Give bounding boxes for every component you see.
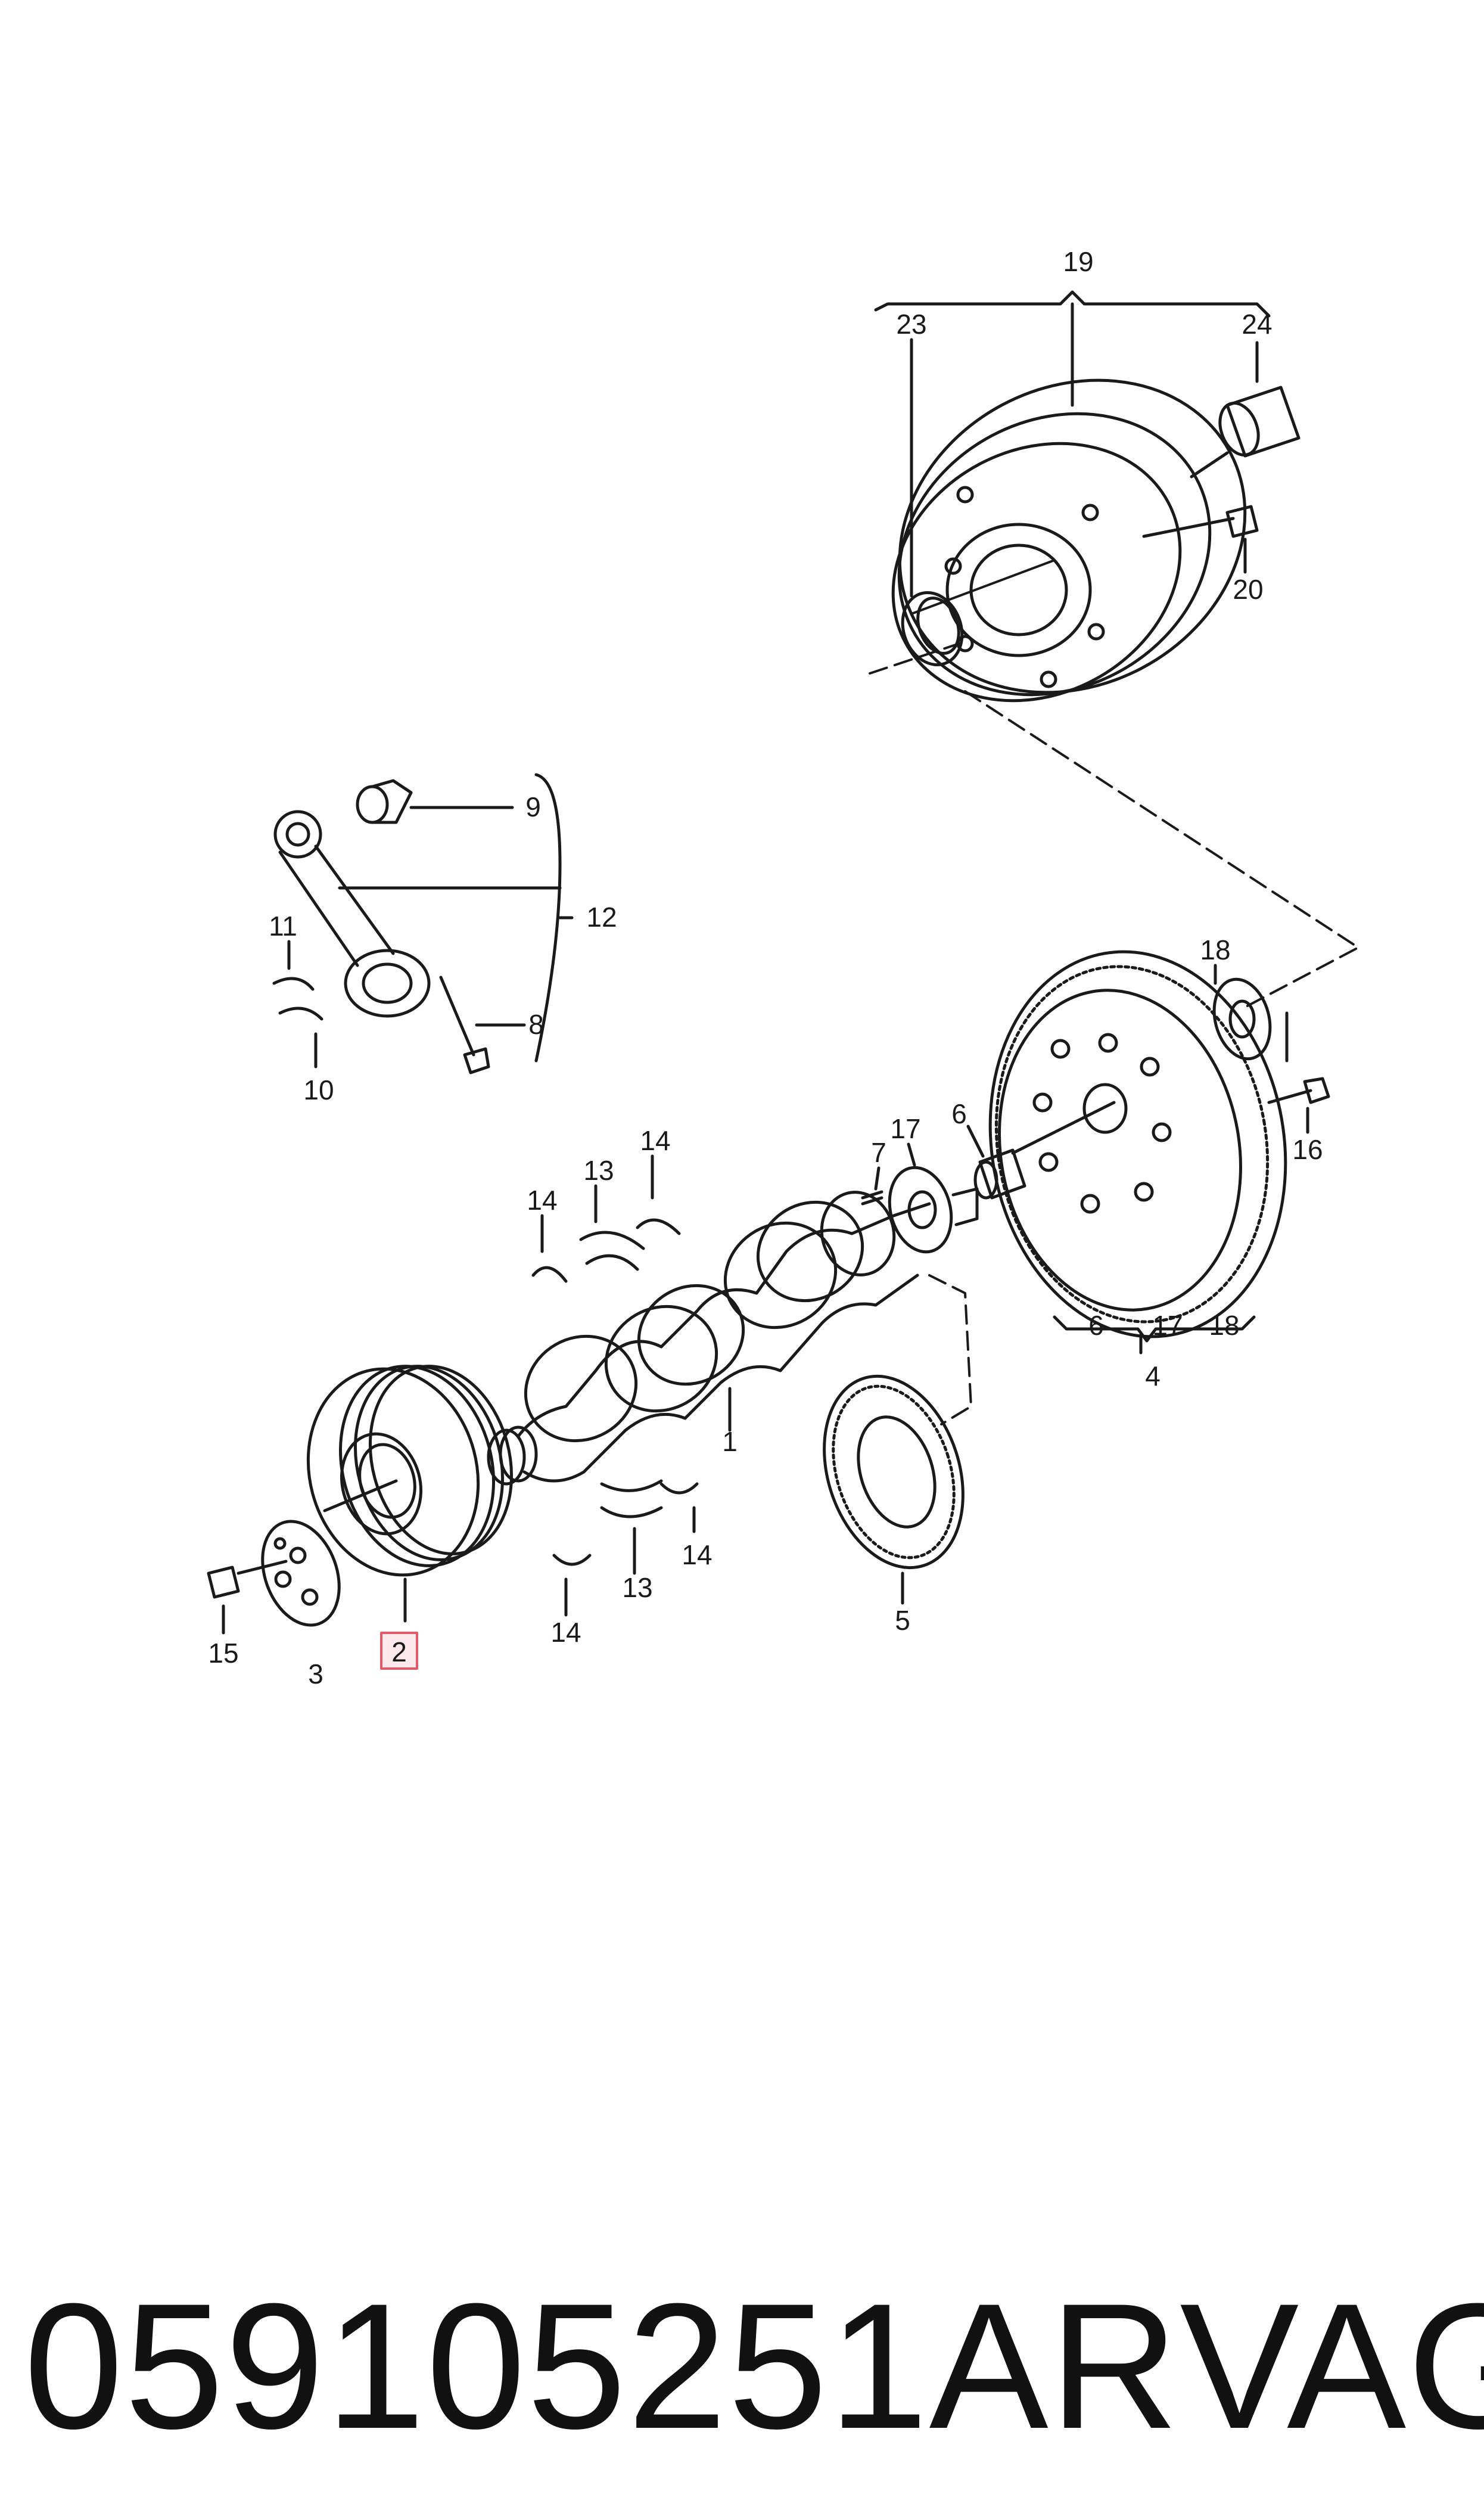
callout-2-highlighted: 2 bbox=[391, 1636, 407, 1667]
callout-14-lower-left: 14 bbox=[550, 1617, 581, 1648]
callout-15: 15 bbox=[208, 1638, 238, 1669]
sealing-ring-23 bbox=[901, 338, 964, 667]
sender-wheel-5 bbox=[823, 1274, 972, 1605]
callout-14-top-left: 14 bbox=[527, 1185, 557, 1216]
highlight-box bbox=[380, 1632, 418, 1670]
part-number-caption: 059105251AR VAG bbox=[24, 2229, 1484, 2466]
part-number: 059105251AR bbox=[24, 2266, 1180, 2466]
bolt-15 bbox=[207, 1560, 288, 1635]
callout-24: 24 bbox=[1242, 309, 1272, 340]
callout-19: 19 bbox=[1063, 246, 1093, 277]
crankshaft-1 bbox=[487, 1191, 931, 1486]
callout-11: 11 bbox=[269, 911, 297, 942]
bolt-20 bbox=[1142, 505, 1259, 574]
main-bearing-shells-upper bbox=[531, 1154, 681, 1283]
callout-18-bottom: 18 bbox=[1209, 1310, 1239, 1341]
callout-3: 3 bbox=[308, 1658, 323, 1689]
brand-name: VAG bbox=[1180, 2266, 1484, 2466]
callout-labels: 19 23 24 20 9 12 11 8 10 18 16 6 17 7 14… bbox=[208, 246, 1323, 1689]
main-bearing-shells-lower bbox=[552, 1479, 699, 1617]
needle-bearing-24 bbox=[1190, 341, 1301, 479]
crankshaft-exploded-diagram: 19 23 24 20 9 12 11 8 10 18 16 6 17 7 14… bbox=[207, 246, 1359, 1689]
callout-1: 1 bbox=[722, 1426, 738, 1457]
vibration-damper-2 bbox=[306, 1365, 514, 1623]
dual-mass-flywheel-assembly bbox=[874, 290, 1271, 703]
callout-17-bottom: 17 bbox=[1152, 1310, 1183, 1341]
callout-13-top: 13 bbox=[583, 1155, 614, 1186]
callout-12: 12 bbox=[586, 902, 617, 933]
callout-20: 20 bbox=[1233, 574, 1263, 605]
callout-23: 23 bbox=[896, 309, 926, 340]
callout-7: 7 bbox=[871, 1137, 886, 1168]
bolt-16 bbox=[1267, 1077, 1330, 1134]
callout-4: 4 bbox=[1145, 1361, 1161, 1391]
thrust-washer-3 bbox=[261, 1520, 341, 1627]
callout-17-top: 17 bbox=[890, 1113, 920, 1144]
pressure-plate-18 bbox=[1212, 964, 1289, 1063]
callout-6-top: 6 bbox=[951, 1098, 967, 1129]
callout-18-top: 18 bbox=[1200, 934, 1230, 965]
flywheel-4 bbox=[988, 950, 1287, 1355]
callout-5: 5 bbox=[895, 1605, 910, 1636]
callout-14-lower-right: 14 bbox=[682, 1539, 712, 1570]
callout-13-bottom: 13 bbox=[622, 1572, 652, 1603]
callout-8: 8 bbox=[528, 1009, 544, 1040]
callout-10: 10 bbox=[303, 1074, 334, 1105]
callout-14-top-right: 14 bbox=[640, 1125, 670, 1156]
needle-bearing-6 bbox=[966, 1125, 1026, 1200]
connecting-rod-group bbox=[272, 773, 574, 1074]
callout-9: 9 bbox=[525, 791, 541, 822]
callout-6-bottom: 6 bbox=[1088, 1310, 1104, 1341]
callout-16: 16 bbox=[1292, 1134, 1323, 1165]
